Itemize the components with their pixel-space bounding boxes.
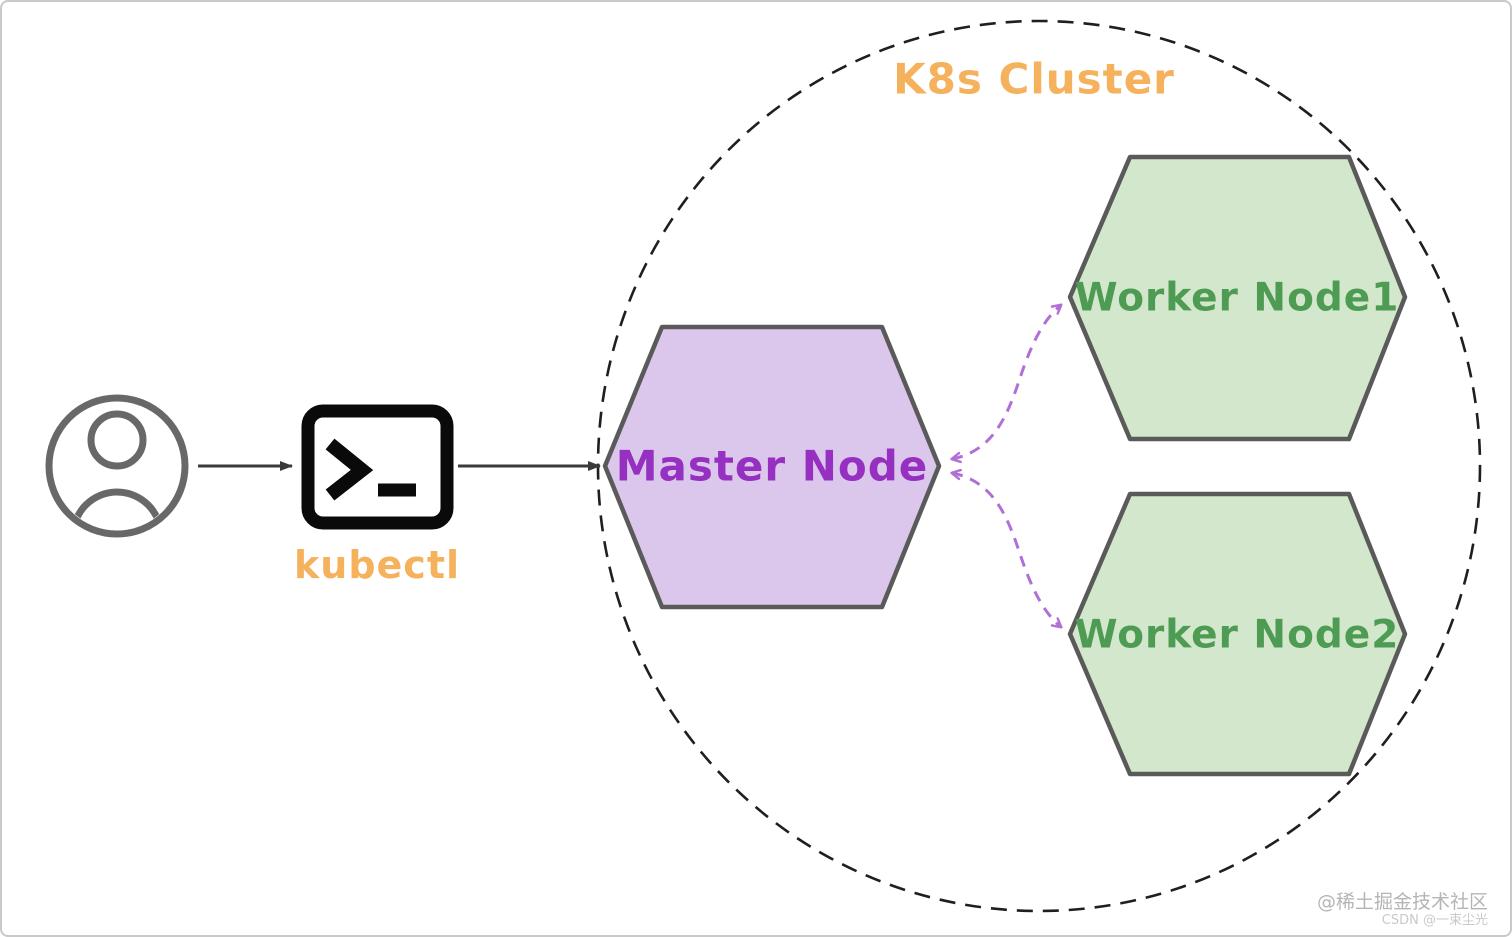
- watermark-line1: @稀土掘金技术社区: [1316, 891, 1488, 914]
- terminal-icon: [301, 404, 454, 530]
- master-node-hexagon: [602, 324, 942, 610]
- master-node-label: Master Node: [615, 441, 929, 491]
- worker-node2-hexagon: [1067, 491, 1408, 777]
- worker-node2-label: Worker Node2: [1074, 612, 1400, 658]
- cluster-title: K8s Cluster: [893, 54, 1175, 104]
- worker-node1-label: Worker Node1: [1074, 275, 1400, 321]
- watermark: @稀土掘金技术社区 CSDN @一束尘光: [1316, 891, 1488, 929]
- worker-node1-hexagon: [1067, 154, 1408, 442]
- user-icon: [45, 394, 189, 538]
- kubectl-label: kubectl: [293, 543, 461, 587]
- master-to-worker2-arrow: [950, 468, 1063, 629]
- master-to-worker1-arrow: [950, 303, 1063, 464]
- watermark-line2: CSDN @一束尘光: [1381, 913, 1488, 929]
